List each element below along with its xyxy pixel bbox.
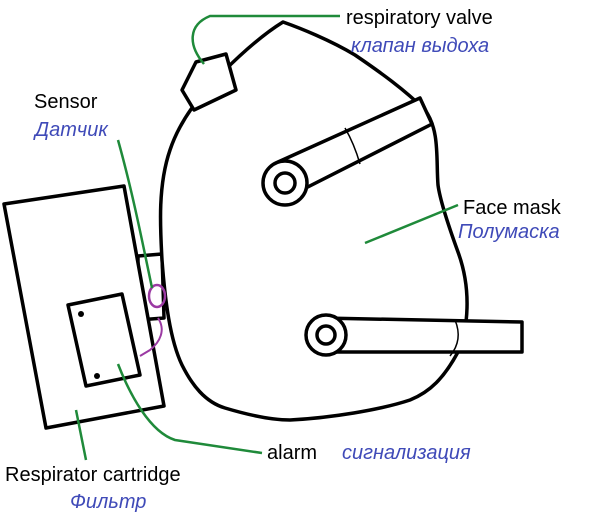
valve-label-ru: клапан выдоха [351,35,489,57]
lower-strap-seam [449,319,460,357]
alarm-unit [66,292,142,388]
alarm-label-ru: сигнализация [342,442,471,464]
cartridge-leader [74,409,88,461]
respiratory-valve [180,52,238,112]
valve-leader [191,14,340,65]
cartridge-label-ru: Фильтр [70,491,146,513]
mask-label: Face mask [463,197,562,219]
alarm-label: alarm [267,442,317,464]
valve-label: respiratory valve [346,7,493,29]
sensor-label-ru: Датчик [33,119,109,141]
upper-strap-seam [344,127,361,165]
mask-label-ru: Полумаска [458,221,560,243]
mask-leader [364,203,459,245]
alarm-screw-bottom [94,373,100,379]
cartridge-label: Respirator cartridge [5,464,181,486]
lower-strap-eyelet-hole [315,324,337,346]
sensor-leader [116,139,154,289]
alarm-leader [116,363,263,455]
alarm-screw-top [78,311,84,317]
sensor-wire [139,317,163,357]
lower-strap [320,316,524,354]
sensor-ring [147,283,167,309]
upper-strap-eyelet-hole [273,171,297,195]
sensor-label: Sensor [34,91,98,113]
